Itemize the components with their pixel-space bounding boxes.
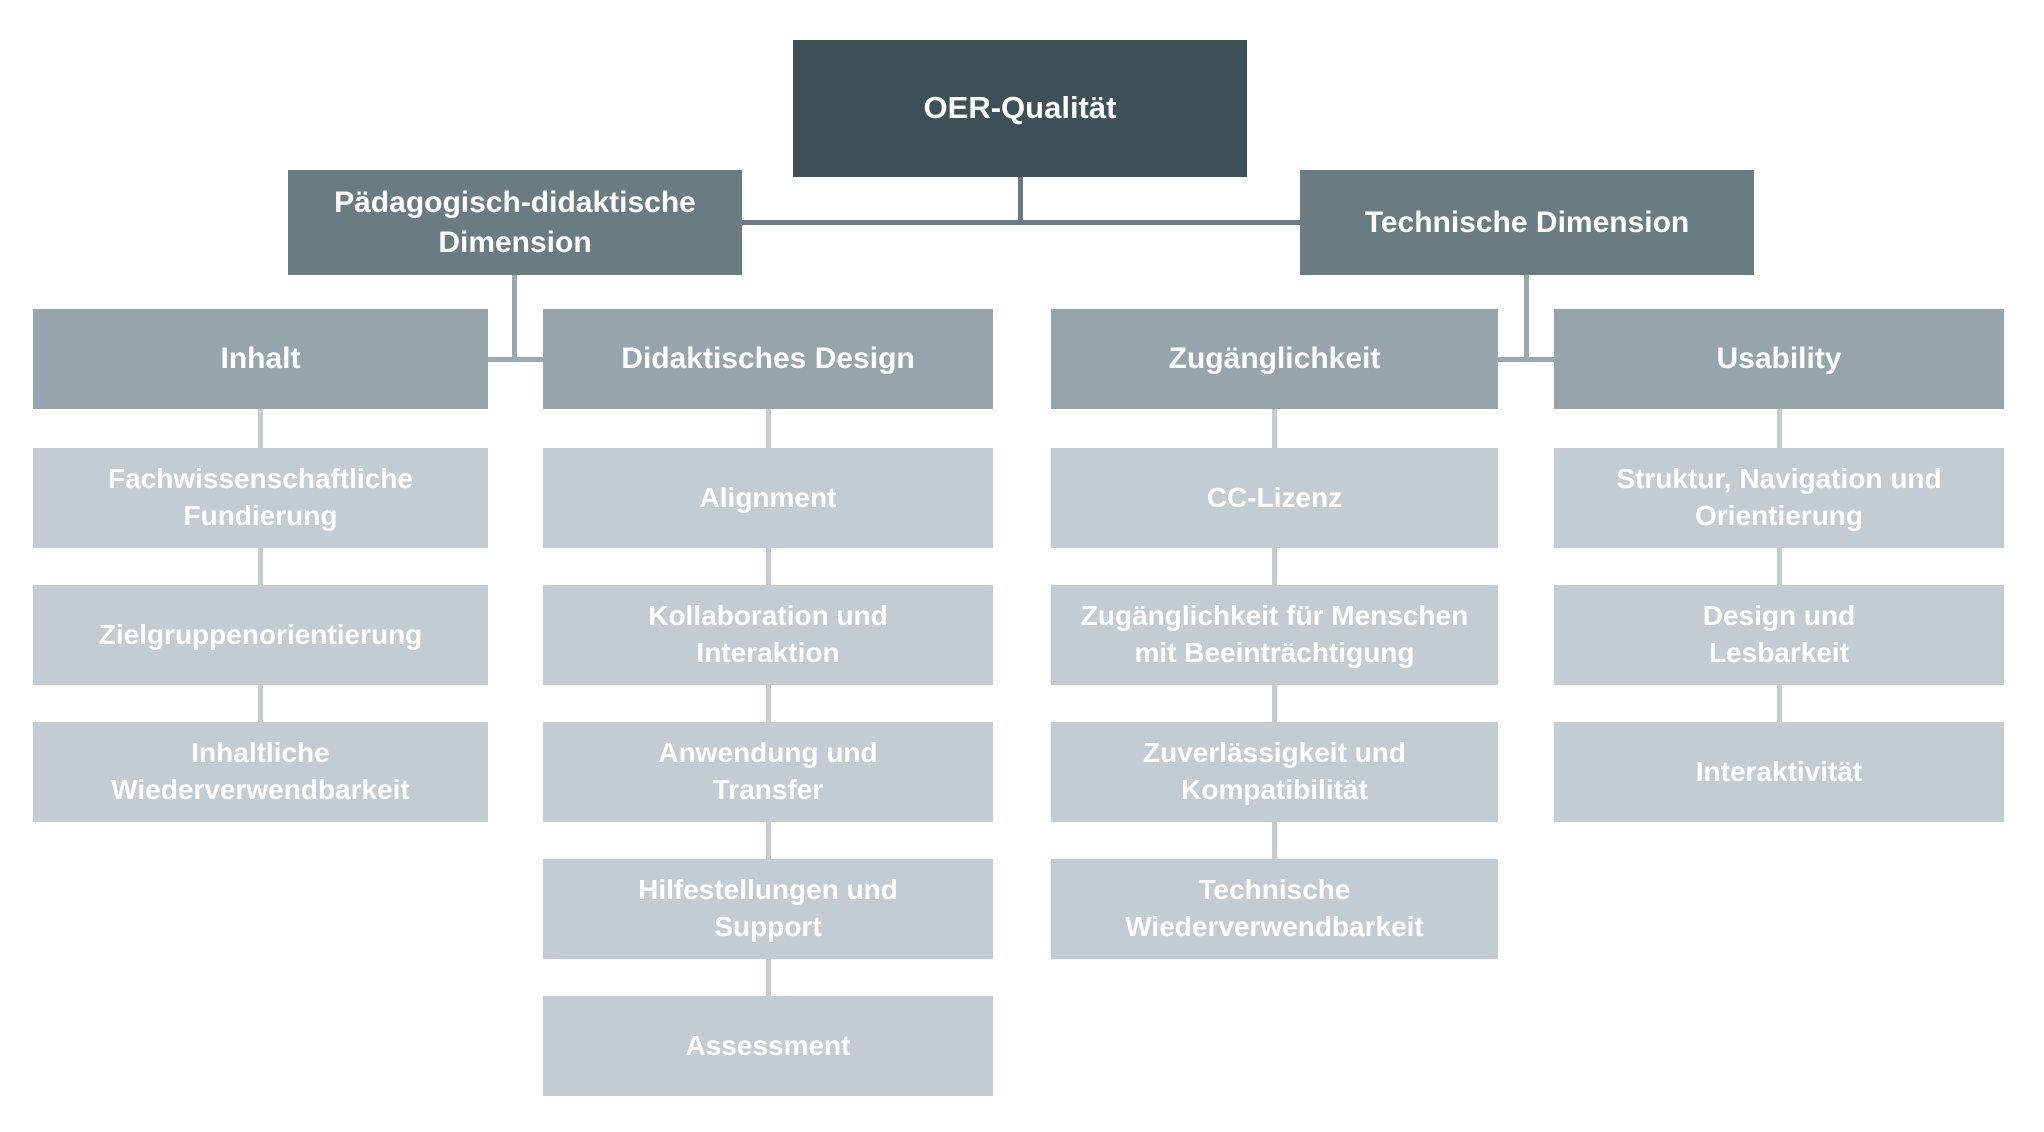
node-alignment: Alignment — [543, 448, 993, 548]
node-hilfestellungen-und-support: Hilfestellungen und Support — [543, 859, 993, 959]
node-assessment: Assessment — [543, 996, 993, 1096]
node-usability: Usability — [1554, 309, 2004, 409]
connector-col3-child1-child2 — [1272, 548, 1277, 585]
connector-col1-child2-child3 — [258, 685, 263, 722]
node-technische-dimension: Technische Dimension — [1300, 170, 1754, 275]
node-inhaltliche-wiederverwendbarkeit: Inhaltliche Wiederverwendbarkeit — [33, 722, 488, 822]
node-struktur-navigation-und-orientierung: Struktur, Navigation und Orientierung — [1554, 448, 2004, 548]
node-oer-qualitaet: OER-Qualität — [793, 40, 1247, 177]
connector-dim1-rail — [488, 357, 543, 362]
connector-dim1-vertical — [512, 275, 517, 362]
connector-col2-child3-child4 — [766, 822, 771, 859]
node-didaktisches-design: Didaktisches Design — [543, 309, 993, 409]
connector-dim2-rail — [1498, 357, 1554, 362]
node-paedagogisch-didaktische-dimension: Pädagogisch-didaktische Dimension — [288, 170, 742, 275]
node-technische-wiederverwendbarkeit: Technische Wiederverwendbarkeit — [1051, 859, 1498, 959]
connector-root-vertical — [1018, 177, 1023, 224]
connector-col1-header-child1 — [258, 409, 263, 448]
connector-col4-child1-child2 — [1777, 548, 1782, 585]
node-design-und-lesbarkeit: Design und Lesbarkeit — [1554, 585, 2004, 685]
node-zugaenglichkeit: Zugänglichkeit — [1051, 309, 1498, 409]
connector-level1-rail — [742, 220, 1300, 225]
connector-col4-child2-child3 — [1777, 685, 1782, 722]
connector-dim2-vertical — [1524, 275, 1529, 362]
node-zuverlaessigkeit-und-kompatibilitaet: Zuverlässigkeit und Kompatibilität — [1051, 722, 1498, 822]
node-zugaenglichkeit-fuer-menschen-mit-beeintraechtigung: Zugänglichkeit für Menschen mit Beeinträ… — [1051, 585, 1498, 685]
connector-col2-child2-child3 — [766, 685, 771, 722]
connector-col2-header-child1 — [766, 409, 771, 448]
connector-col4-header-child1 — [1777, 409, 1782, 448]
connector-col2-child1-child2 — [766, 548, 771, 585]
connector-col3-child2-child3 — [1272, 685, 1277, 722]
connector-col3-child3-child4 — [1272, 822, 1277, 859]
connector-col1-child1-child2 — [258, 548, 263, 585]
node-fachwissenschaftliche-fundierung: Fachwissenschaftliche Fundierung — [33, 448, 488, 548]
node-kollaboration-und-interaktion: Kollaboration und Interaktion — [543, 585, 993, 685]
node-anwendung-und-transfer: Anwendung und Transfer — [543, 722, 993, 822]
connector-col2-child4-child5 — [766, 959, 771, 996]
node-inhalt: Inhalt — [33, 309, 488, 409]
node-cc-lizenz: CC-Lizenz — [1051, 448, 1498, 548]
connector-col3-header-child1 — [1272, 409, 1277, 448]
node-zielgruppenorientierung: Zielgruppenorientierung — [33, 585, 488, 685]
node-interaktivitaet: Interaktivität — [1554, 722, 2004, 822]
